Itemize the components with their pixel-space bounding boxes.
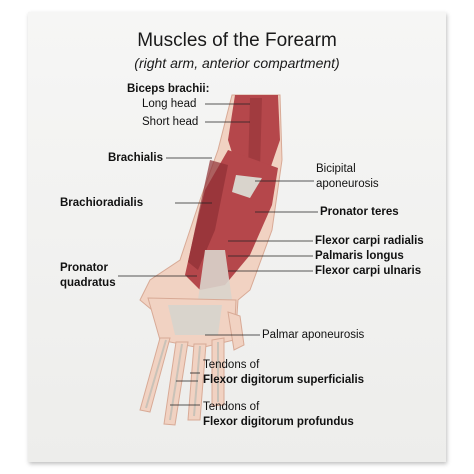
brachioradialis-muscle bbox=[188, 160, 228, 270]
label-biceps-brachii: Biceps brachii: bbox=[127, 83, 210, 95]
label-pronator-quadratus-line1: Pronator bbox=[60, 262, 108, 274]
biceps-shading bbox=[248, 98, 262, 172]
finger-tendons bbox=[145, 339, 219, 421]
diagram-subtitle: (right arm, anterior compartment) bbox=[134, 55, 340, 71]
label-tendons-superficialis-line1: Tendons of bbox=[203, 359, 260, 371]
label-short-head: Short head bbox=[142, 116, 199, 128]
label-flexor-carpi-ulnaris: Flexor carpi ulnaris bbox=[315, 265, 422, 277]
label-pronator-quadratus-line2: quadratus bbox=[60, 277, 116, 289]
bicipital-aponeurosis bbox=[232, 175, 262, 198]
palmar-aponeurosis bbox=[168, 305, 222, 335]
label-long-head: Long head bbox=[142, 98, 197, 110]
label-flexor-carpi-radialis: Flexor carpi radialis bbox=[315, 235, 424, 247]
wrist-tendons bbox=[198, 250, 232, 300]
label-bicipital-aponeurosis-line2: aponeurosis bbox=[316, 178, 379, 190]
label-brachioradialis: Brachioradialis bbox=[60, 197, 144, 209]
label-palmaris-longus: Palmaris longus bbox=[315, 250, 404, 262]
label-bicipital-aponeurosis-line1: Bicipital bbox=[316, 163, 356, 175]
label-tendons-profundus-line1: Tendons of bbox=[203, 401, 260, 413]
label-pronator-teres: Pronator teres bbox=[320, 206, 399, 218]
label-tendons-profundus-line2: Flexor digitorum profundus bbox=[203, 416, 354, 428]
label-tendons-superficialis-line2: Flexor digitorum superficialis bbox=[203, 374, 365, 386]
diagram-title: Muscles of the Forearm bbox=[137, 30, 337, 51]
label-brachialis: Brachialis bbox=[108, 152, 163, 164]
leader-lines bbox=[118, 103, 318, 406]
label-palmar-aponeurosis: Palmar aponeurosis bbox=[262, 329, 365, 341]
